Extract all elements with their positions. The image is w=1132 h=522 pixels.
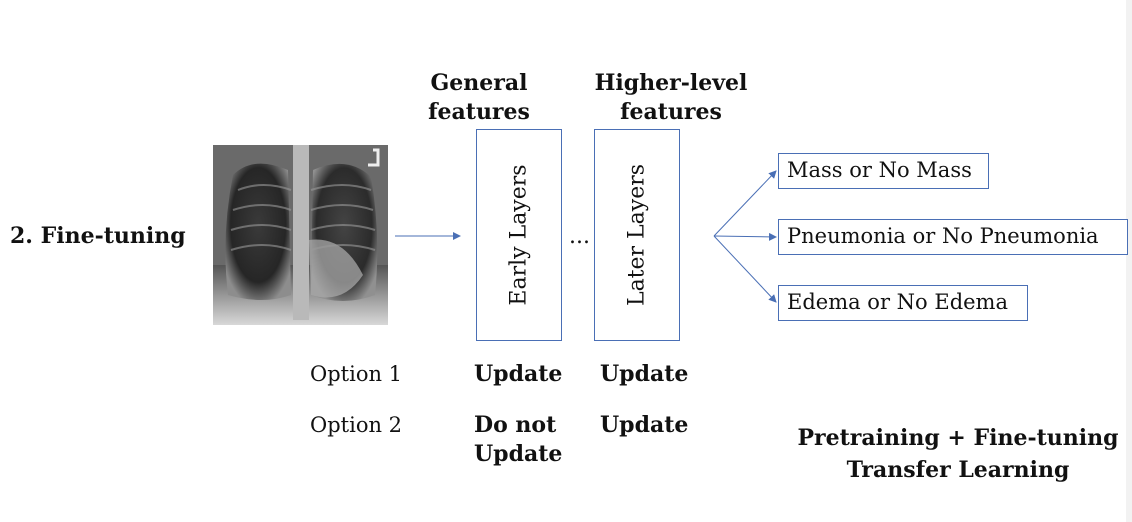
- output-arrow-edema: [713, 235, 777, 303]
- header-line: Higher-level: [594, 70, 748, 96]
- action-line: Do not: [474, 412, 557, 438]
- output-box-mass: Mass or No Mass: [778, 153, 989, 189]
- output-label: Pneumonia or No Pneumonia: [787, 224, 1099, 248]
- option-1-early-action: Update: [474, 361, 563, 387]
- header-line: features: [620, 99, 722, 125]
- later-layers-label: Later Layers: [624, 163, 650, 307]
- action-line: Update: [474, 441, 563, 467]
- header-line: General: [430, 70, 528, 96]
- caption-line: Pretraining + Fine-tuning: [797, 425, 1119, 451]
- output-label: Edema or No Edema: [787, 290, 1008, 314]
- option-2-early-action: Do not Update: [474, 412, 562, 467]
- output-label: Mass or No Mass: [787, 158, 972, 182]
- output-box-pneumonia: Pneumonia or No Pneumonia: [778, 219, 1128, 255]
- output-box-edema: Edema or No Edema: [778, 285, 1028, 321]
- page-edge: [1126, 0, 1132, 522]
- early-layers-label: Early Layers: [506, 164, 532, 306]
- chest-xray-image: [213, 145, 388, 325]
- ellipsis: ...: [569, 224, 590, 249]
- option-1-label: Option 1: [310, 362, 403, 386]
- header-line: features: [428, 99, 530, 125]
- option-2-later-action: Update: [600, 412, 689, 438]
- option-1-later-action: Update: [600, 361, 689, 387]
- caption-line: Transfer Learning: [846, 457, 1070, 483]
- later-features-header: Higher-level features: [585, 70, 757, 125]
- early-features-header: General features: [418, 70, 540, 125]
- output-arrow-mass: [713, 170, 777, 237]
- later-layers-box: Later Layers: [594, 129, 680, 341]
- caption: Pretraining + Fine-tuning Transfer Learn…: [790, 425, 1126, 483]
- section-title: 2. Fine-tuning: [10, 223, 186, 249]
- option-2-label: Option 2: [310, 413, 403, 437]
- output-arrow-pneumonia: [713, 232, 777, 241]
- early-layers-box: Early Layers: [476, 129, 562, 341]
